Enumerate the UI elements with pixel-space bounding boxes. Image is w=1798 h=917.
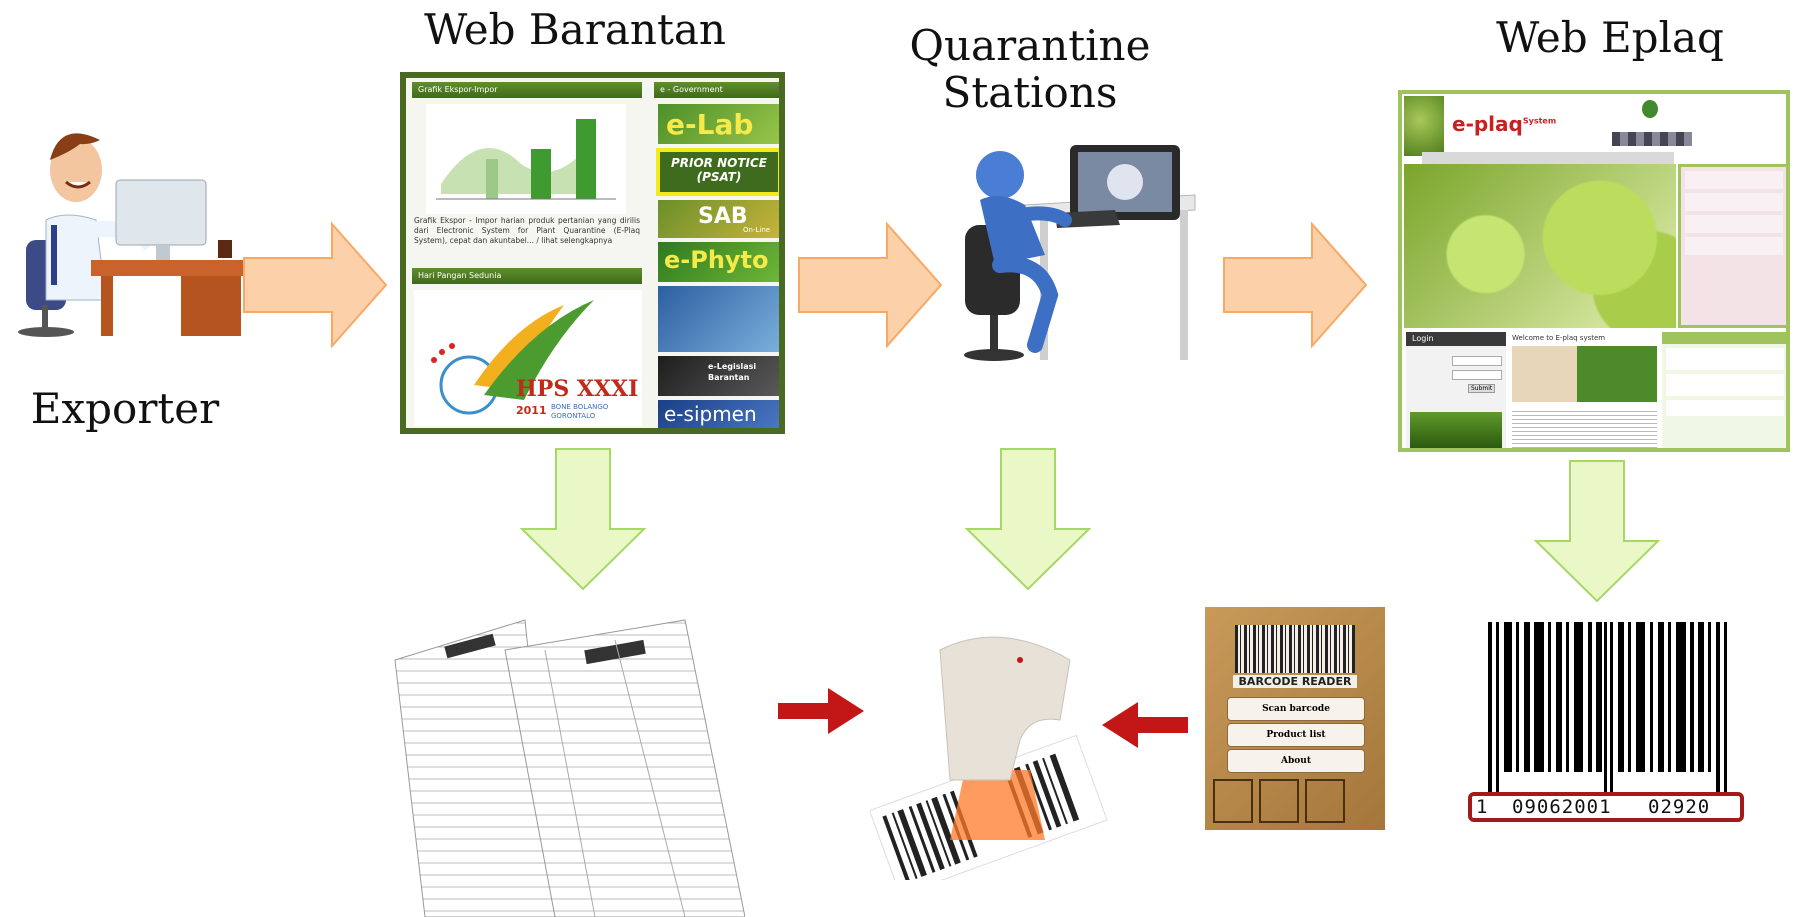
tile-prior-line1: PRIOR NOTICE <box>670 156 768 170</box>
barcode-digits-frame: 1 09062001 02920 <box>1468 792 1744 822</box>
tile-elegislasi-line1: e-Legislasi <box>708 362 757 371</box>
arrow-eplaq-down <box>1533 460 1661 603</box>
exporter-label: Exporter <box>30 384 220 433</box>
eplaq-emblem <box>1642 100 1658 118</box>
product-barcode: 1 09062001 02920 <box>1468 622 1748 832</box>
tile-esipmen-label: e-sipmen <box>664 402 757 426</box>
app-product-list-button[interactable]: Product list <box>1227 723 1365 747</box>
barcode-scanner-illustration <box>870 620 1110 880</box>
eplaq-header-strip <box>1612 132 1692 146</box>
eplaq-username-field[interactable] <box>1452 356 1502 366</box>
app-scan-button[interactable]: Scan barcode <box>1227 697 1365 721</box>
web-barantan-screenshot: Grafik Ekspor-Impor e - Government Grafi… <box>400 72 785 434</box>
web-eplaq-label: Web Eplaq <box>1496 13 1724 62</box>
paper-forms-illustration <box>385 600 745 917</box>
tile-sab[interactable]: SAB On-Line <box>658 200 779 238</box>
barantan-header-right: e - Government <box>654 82 779 98</box>
arrow-exporter-to-barantan <box>243 221 388 349</box>
barcode-digits-3: 02920 <box>1648 796 1711 818</box>
quarantine-label-line1: Quarantine <box>909 21 1151 70</box>
arrow-barantan-to-quarantine <box>798 221 943 349</box>
eplaq-news-column <box>1678 164 1786 328</box>
arrow-quarantine-down <box>964 448 1092 591</box>
tile-sab-sub: On-Line <box>743 226 771 234</box>
red-arrow-app-to-scanner <box>1102 702 1188 748</box>
eplaq-logo-sup: System <box>1522 116 1557 126</box>
arrow-quarantine-to-eplaq <box>1223 221 1368 349</box>
barcode-digit-1: 1 <box>1476 796 1488 818</box>
eplaq-login-box: Submit <box>1406 346 1506 448</box>
web-eplaq-screenshot: e-plaqSystem Login Submit Welcome to E-p… <box>1398 90 1790 452</box>
exporter-illustration <box>6 100 246 340</box>
app-handling-symbols <box>1213 779 1377 823</box>
hps-sub2: GORONTALO <box>551 412 596 420</box>
barantan-section2-header: Hari Pangan Sedunia <box>412 268 642 284</box>
hps-year: 2011 <box>516 404 547 417</box>
tile-elab-label: e-Lab <box>666 108 754 141</box>
eplaq-submit-button[interactable]: Submit <box>1468 384 1496 393</box>
tile-ephyto-label: e-Phyto <box>664 246 769 274</box>
hps-sub1: BONE BOLANGO <box>551 403 609 411</box>
tile-elegislasi[interactable]: e-Legislasi Barantan <box>658 356 779 396</box>
app-barcode-image <box>1235 625 1355 673</box>
tile-prior-notice[interactable]: PRIOR NOTICE (PSAT) <box>656 148 779 196</box>
hps-logo <box>414 290 642 426</box>
tile-elegislasi-line2: Barantan <box>708 373 750 382</box>
tile-prior-line2: (PSAT) <box>696 170 742 184</box>
quarantine-stations-label: Quarantine Stations <box>860 22 1200 116</box>
barantan-body-text: Grafik Ekspor - Impor harian produk pert… <box>414 216 640 245</box>
eplaq-grapes <box>1404 96 1444 156</box>
barcode-digits-2: 09062001 <box>1512 796 1612 818</box>
eplaq-apple-banner <box>1404 164 1676 328</box>
hps-title: HPS XXXI <box>516 376 639 402</box>
red-arrow-forms-to-scanner <box>778 688 864 734</box>
web-barantan-label: Web Barantan <box>424 5 726 54</box>
arrow-barantan-down <box>519 448 647 591</box>
barantan-header-left: Grafik Ekspor-Impor <box>412 82 642 98</box>
app-title: BARCODE READER <box>1233 675 1357 688</box>
tile-elab[interactable]: e-Lab <box>658 104 779 144</box>
eplaq-results <box>1662 332 1786 448</box>
barantan-mini-chart <box>426 104 626 214</box>
eplaq-login-image <box>1410 412 1502 448</box>
barcode-reader-app: BARCODE READER Scan barcode Product list… <box>1205 607 1385 830</box>
eplaq-logo: e-plaqSystem <box>1452 112 1556 136</box>
tile-sab-label: SAB <box>698 204 748 229</box>
eplaq-nav[interactable] <box>1422 152 1674 164</box>
tile-ephyto[interactable]: e-Phyto <box>658 242 779 282</box>
tile-ebook[interactable] <box>658 286 779 352</box>
eplaq-welcome: Welcome to E-plaq system <box>1512 334 1606 342</box>
app-about-button[interactable]: About <box>1227 749 1365 773</box>
quarantine-label-line2: Stations <box>942 68 1118 118</box>
eplaq-password-field[interactable] <box>1452 370 1502 380</box>
tile-esipmen[interactable]: e-sipmen <box>658 400 779 428</box>
eplaq-welcome-text <box>1512 408 1657 448</box>
quarantine-operator-illustration <box>945 135 1205 375</box>
eplaq-login-title: Login <box>1406 332 1506 346</box>
eplaq-video <box>1512 346 1657 402</box>
eplaq-logo-text: e-plaq <box>1452 112 1523 136</box>
